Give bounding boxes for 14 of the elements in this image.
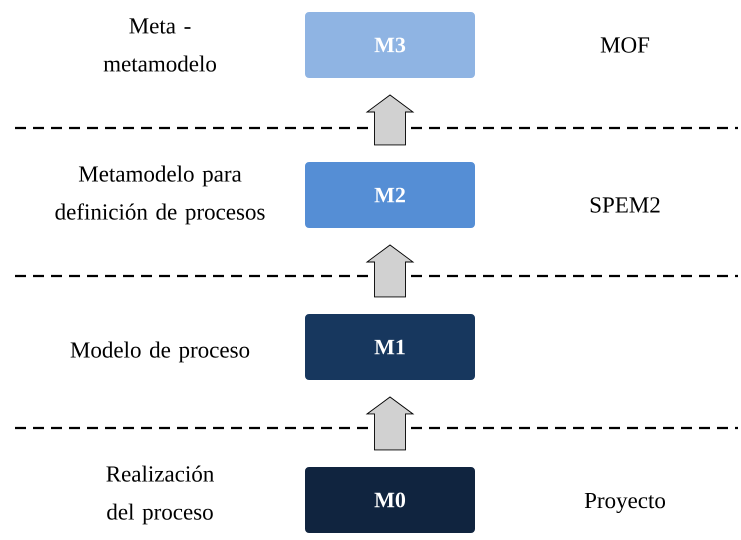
- level-label: MOF: [600, 37, 650, 53]
- block-arrow: [366, 396, 414, 450]
- level-box: M0: [301, 462, 479, 537]
- level-box: M1: [301, 310, 479, 384]
- level-box: M3: [301, 8, 479, 82]
- level-label: Proyecto: [584, 492, 666, 513]
- level-box: M2: [301, 158, 479, 232]
- level-label: Realización del proceso: [106, 466, 214, 524]
- level-label: Metamodelo para definición de procesos: [55, 166, 265, 224]
- level-label: SPEM2: [590, 197, 660, 213]
- block-arrow: [366, 94, 414, 146]
- level-label: Meta - metamodelo: [104, 18, 216, 72]
- block-arrow: [366, 244, 414, 298]
- level-label: Modelo de proceso: [70, 342, 250, 362]
